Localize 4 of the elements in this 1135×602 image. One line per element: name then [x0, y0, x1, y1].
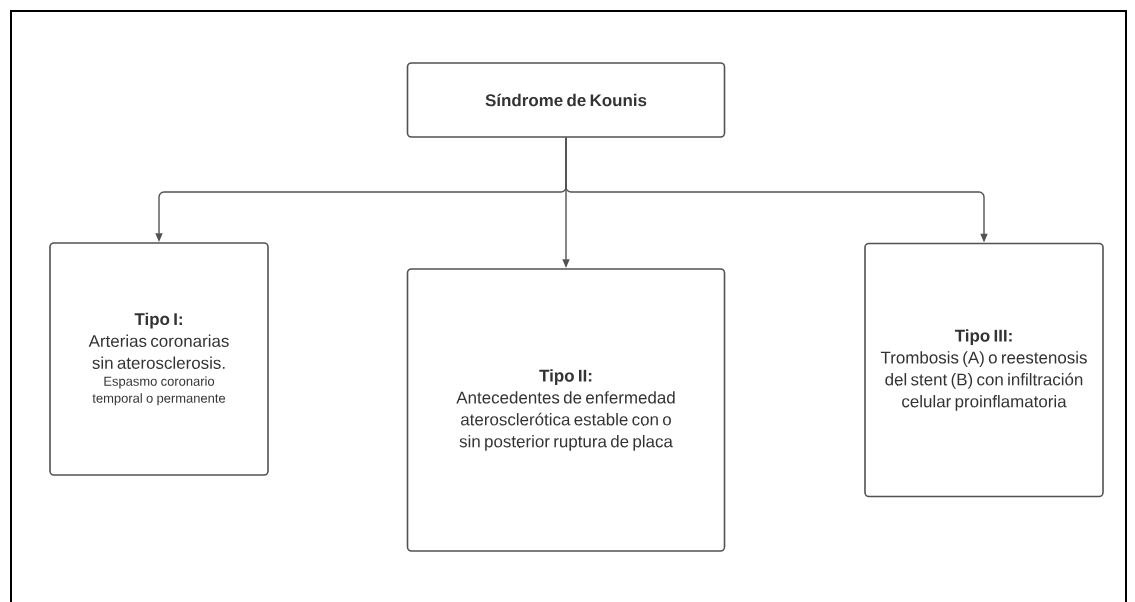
- type-box: Tipo II: Antecedentes de enfermedad aterosclerótica estable con o sin posterior ruptura de placa: [406, 268, 726, 552]
- type-box: Tipo III: Trombosis (A) o reestenosis del stent (B) con infiltración celular proinflamatoria: [864, 242, 1104, 498]
- type-box: Tipo I: Arterias coronarias sin aterosclerosis. Espasmo coronario temporal o permanente: [49, 242, 269, 476]
- title-box: Síndrome de Kounis: [406, 62, 726, 138]
